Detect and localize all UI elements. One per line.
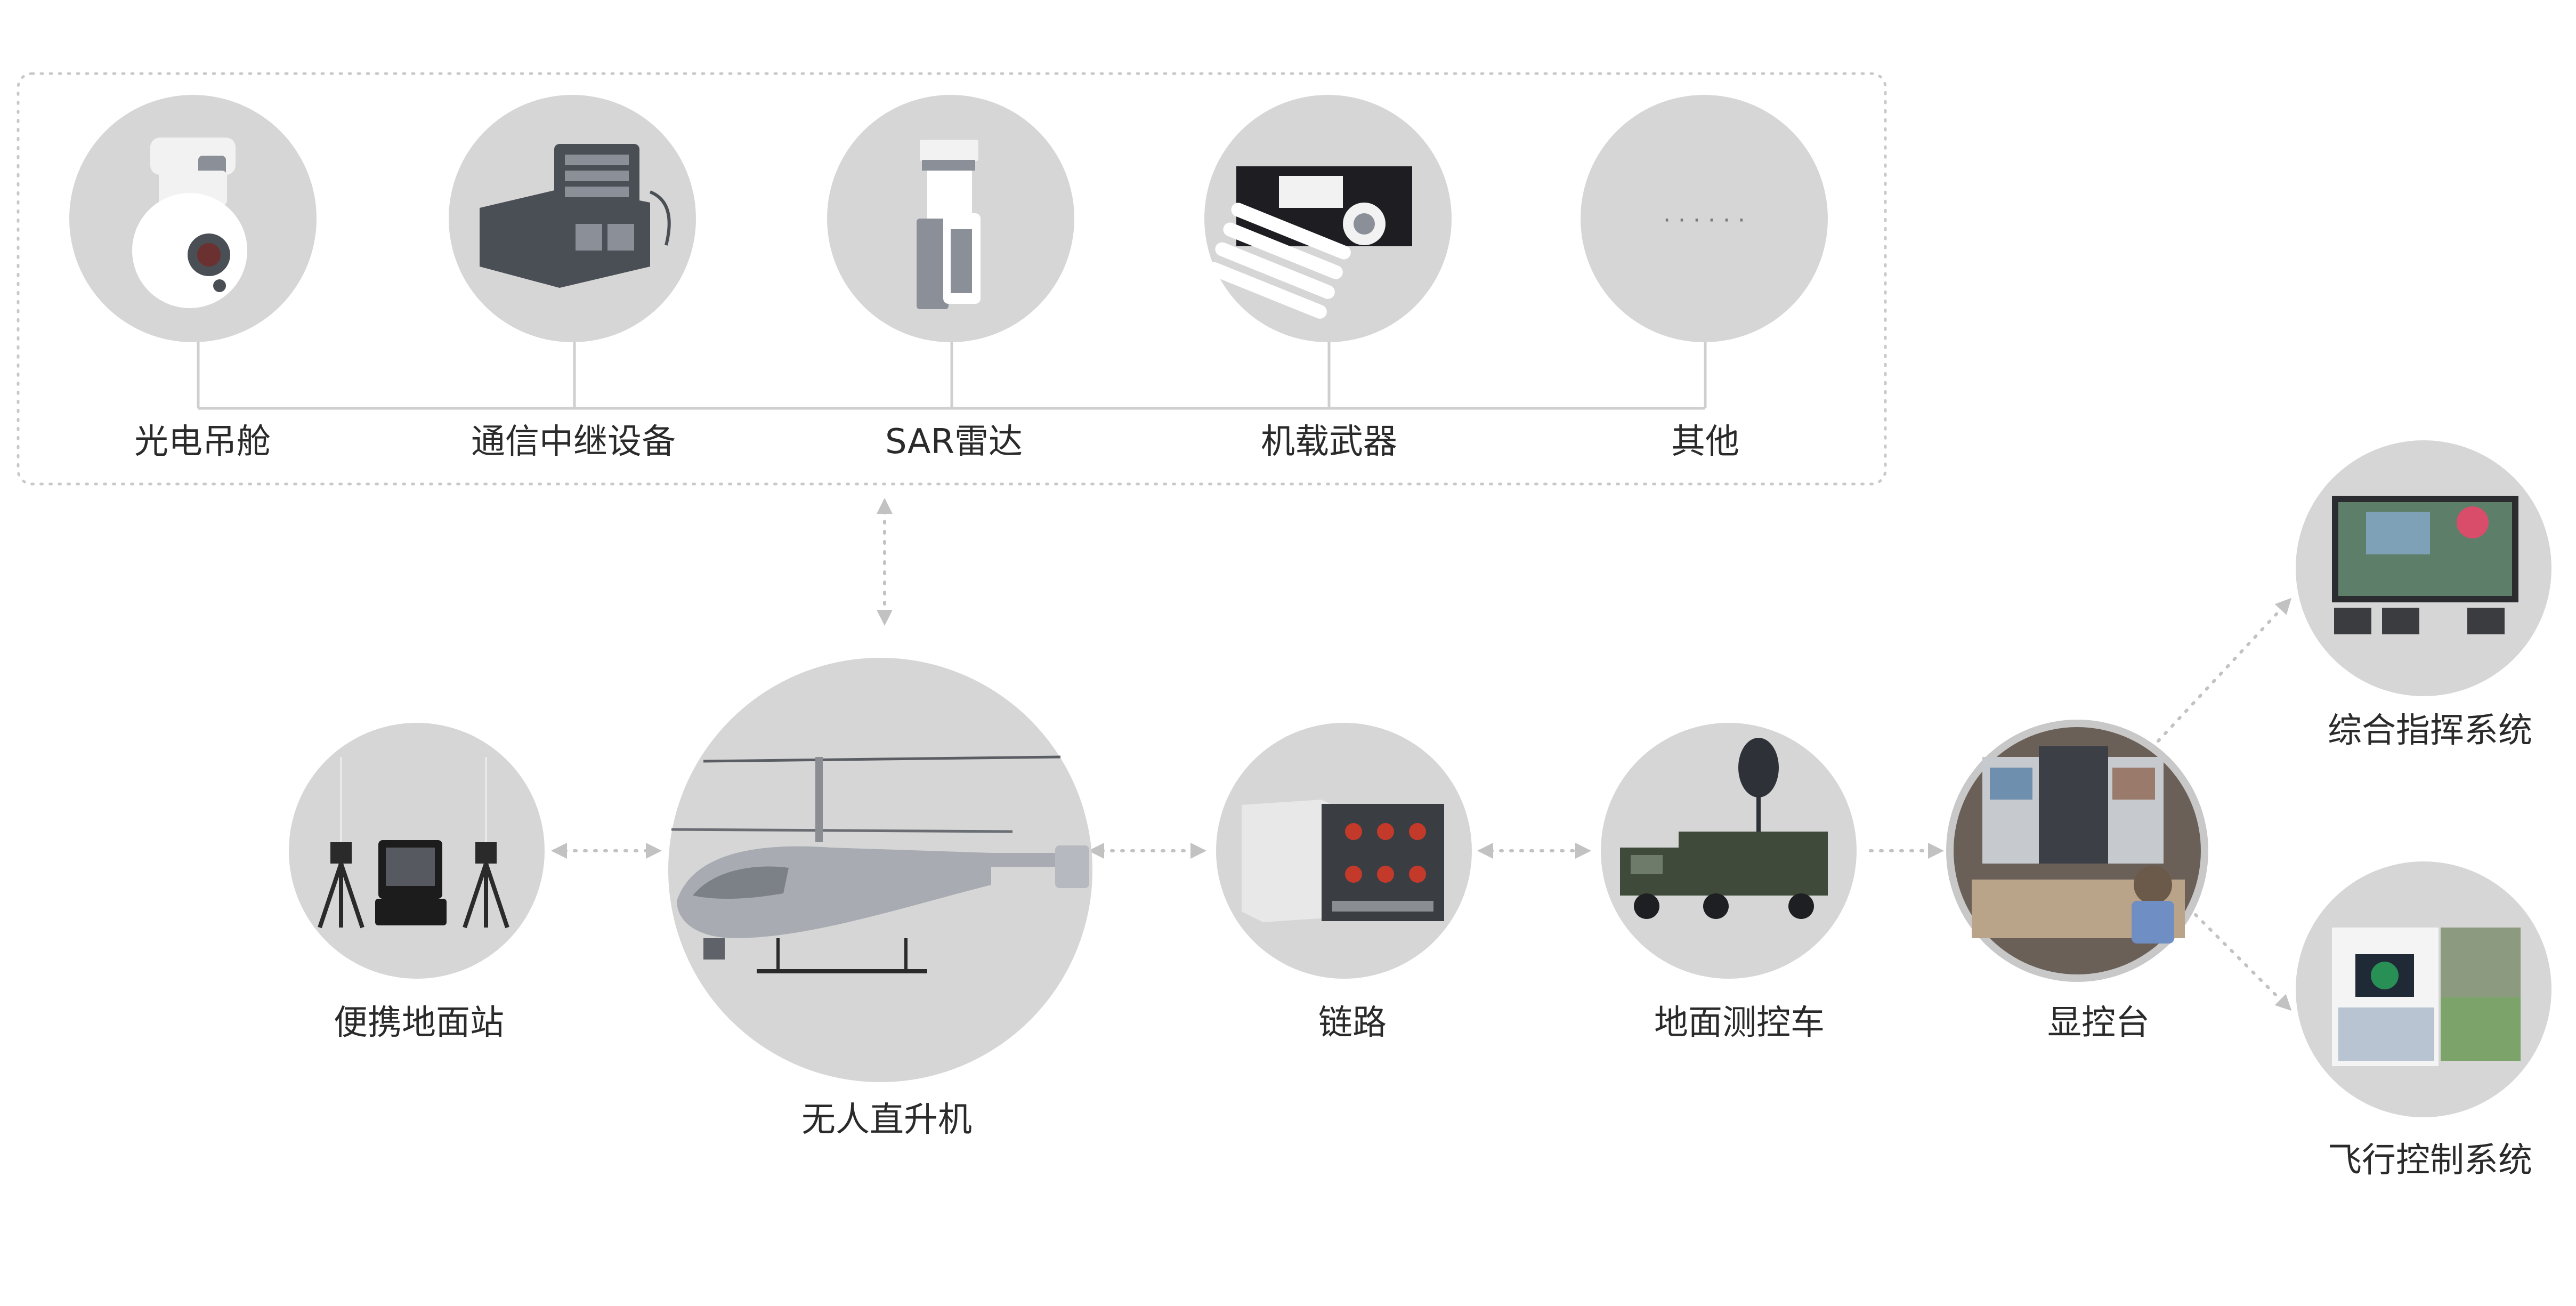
command-system-label: 综合指挥系统 <box>2328 711 2532 751</box>
payload-eo-pod <box>69 95 317 342</box>
payload-label-sar-radar: SAR雷达 <box>885 422 1023 462</box>
payload-label-other: 其他 <box>1671 422 1739 462</box>
payload-connector-lines <box>197 341 1707 410</box>
helicopter-label: 无人直升机 <box>801 1100 972 1140</box>
display-control-console <box>1946 720 2208 982</box>
ground-vehicle-icon <box>1620 738 1828 919</box>
sar-radar-icon <box>917 140 981 309</box>
ellipsis-icon: · · · · · · <box>1663 207 1745 234</box>
console-label: 显控台 <box>2047 1003 2150 1043</box>
payload-label-comm-relay: 通信中继设备 <box>471 422 676 462</box>
unmanned-helicopter <box>668 658 1092 1082</box>
flight-control-label: 飞行控制系统 <box>2328 1141 2532 1180</box>
link-label: 链路 <box>1318 1003 1387 1043</box>
flight-control-screen-icon <box>2332 928 2521 1066</box>
airborne-weapon-icon <box>1207 166 1412 319</box>
payload-comm-relay <box>449 95 696 342</box>
payload-sar-radar <box>827 95 1074 342</box>
eo-pod-icon <box>132 138 247 308</box>
console-flight-connector <box>2194 913 2292 1011</box>
payload-label-airborne-weapon: 机载武器 <box>1261 422 1397 462</box>
payload-other: · · · · · · <box>1581 95 1828 342</box>
payload-airborne-weapon <box>1204 95 1452 342</box>
console-command-connector <box>2157 598 2292 743</box>
data-link <box>1216 723 1472 979</box>
portable-ground-station <box>289 723 545 979</box>
portable-station-label: 便携地面站 <box>334 1003 504 1043</box>
flight-control-system <box>2296 861 2551 1117</box>
link-equipment-icon <box>1242 800 1444 922</box>
console-icon <box>1972 746 2185 944</box>
ground-control-vehicle <box>1601 723 1857 979</box>
command-screen-icon <box>2332 496 2518 634</box>
comm-relay-icon <box>480 144 671 288</box>
ground-vehicle-label: 地面测控车 <box>1654 1003 1825 1043</box>
integrated-command-system <box>2296 440 2551 696</box>
payload-label-eo-pod: 光电吊舱 <box>134 422 271 462</box>
helicopter-icon <box>671 755 1089 973</box>
portable-station-icon <box>318 757 509 929</box>
